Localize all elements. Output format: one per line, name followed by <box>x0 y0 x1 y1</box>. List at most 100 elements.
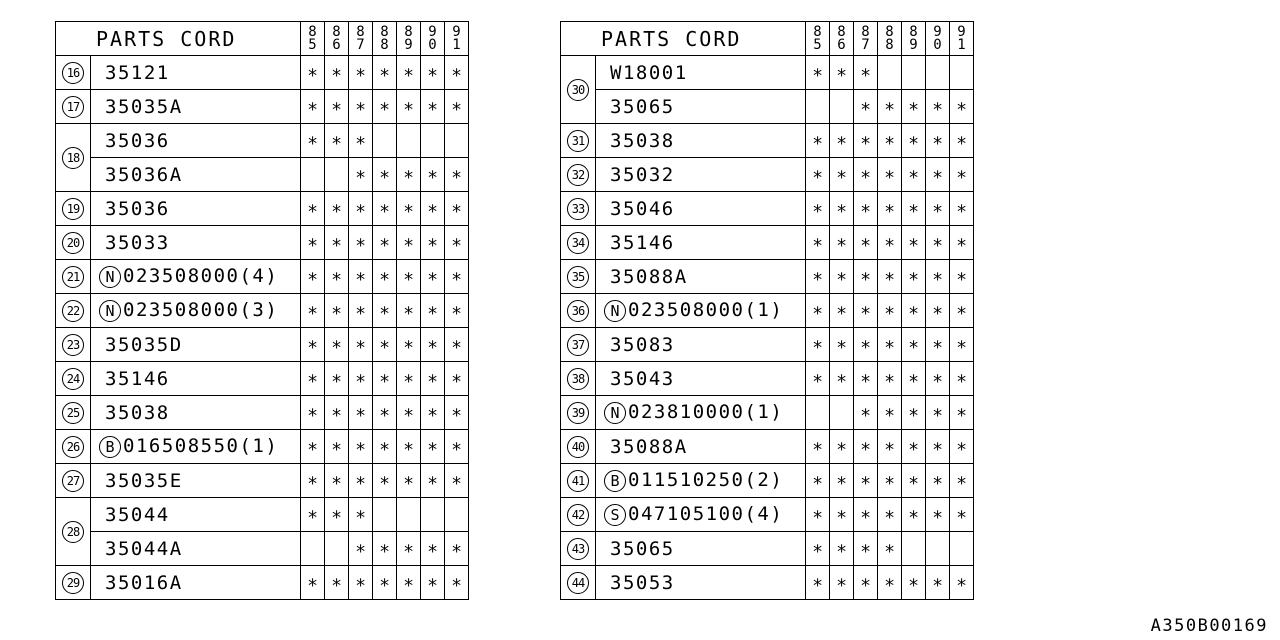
year-mark-cell: ∗ <box>829 531 854 566</box>
year-mark-cell: ∗ <box>949 497 974 532</box>
ref-number-cell: 23 <box>55 327 91 362</box>
year-mark-cell <box>324 531 349 566</box>
year-mark-cell: ∗ <box>853 157 878 192</box>
asterisk-mark: ∗ <box>908 299 919 321</box>
year-mark-cell: ∗ <box>396 361 421 396</box>
header-parts-cord: PARTS CORD <box>560 21 806 56</box>
asterisk-mark: ∗ <box>355 299 366 321</box>
ref-number-cell: 26 <box>55 429 91 464</box>
asterisk-mark: ∗ <box>932 197 943 219</box>
asterisk-mark: ∗ <box>860 367 871 389</box>
part-prefix-badge: N <box>99 265 121 288</box>
year-mark-cell: ∗ <box>420 293 445 328</box>
asterisk-mark: ∗ <box>932 265 943 287</box>
asterisk-mark: ∗ <box>932 401 943 423</box>
year-mark-cell <box>396 497 421 532</box>
part-code: 35053 <box>610 571 675 594</box>
ref-number-badge: 25 <box>62 401 84 424</box>
year-mark-cell: ∗ <box>372 157 397 192</box>
part-code-cell: 35146 <box>90 361 301 396</box>
year-mark-cell: ∗ <box>877 225 902 260</box>
ref-number-badge: 40 <box>567 435 589 458</box>
asterisk-mark: ∗ <box>355 571 366 593</box>
ref-number-cell: 42 <box>560 497 596 532</box>
year-mark-cell: ∗ <box>324 293 349 328</box>
year-mark-cell: ∗ <box>805 497 830 532</box>
year-mark-cell: ∗ <box>925 89 950 124</box>
year-mark-cell: ∗ <box>949 327 974 362</box>
year-mark-cell: ∗ <box>901 89 926 124</box>
part-code: W18001 <box>610 61 688 84</box>
asterisk-mark: ∗ <box>932 231 943 253</box>
header-year-digit: 6 <box>837 36 846 53</box>
table-row: 35044A∗∗∗∗∗ <box>56 531 469 566</box>
asterisk-mark: ∗ <box>403 401 414 423</box>
part-code: 35033 <box>105 231 170 254</box>
year-mark-cell: ∗ <box>324 463 349 498</box>
asterisk-mark: ∗ <box>956 265 967 287</box>
year-mark-cell: ∗ <box>829 327 854 362</box>
part-code: 011510250(2) <box>628 469 784 492</box>
year-mark-cell: ∗ <box>324 565 349 600</box>
part-code-cell: 35016A <box>90 565 301 600</box>
asterisk-mark: ∗ <box>403 163 414 185</box>
asterisk-mark: ∗ <box>812 503 823 525</box>
year-mark-cell: ∗ <box>372 395 397 430</box>
year-mark-cell: ∗ <box>853 565 878 600</box>
asterisk-mark: ∗ <box>403 299 414 321</box>
asterisk-mark: ∗ <box>427 333 438 355</box>
part-code: 35035D <box>105 333 183 356</box>
asterisk-mark: ∗ <box>860 537 871 559</box>
ref-number-badge: 35 <box>567 265 589 288</box>
year-mark-cell: ∗ <box>949 89 974 124</box>
asterisk-mark: ∗ <box>812 537 823 559</box>
year-mark-cell: ∗ <box>300 225 325 260</box>
asterisk-mark: ∗ <box>379 401 390 423</box>
year-mark-cell: ∗ <box>949 361 974 396</box>
year-mark-cell: ∗ <box>324 55 349 90</box>
year-mark-cell: ∗ <box>805 225 830 260</box>
part-code: 35065 <box>610 95 675 118</box>
asterisk-mark: ∗ <box>860 129 871 151</box>
year-mark-cell: ∗ <box>348 123 373 158</box>
ref-number-badge: 33 <box>567 197 589 220</box>
part-code-cell: 35065 <box>595 531 806 566</box>
year-mark-cell: ∗ <box>877 463 902 498</box>
part-code: 35083 <box>610 333 675 356</box>
asterisk-mark: ∗ <box>908 265 919 287</box>
asterisk-mark: ∗ <box>932 95 943 117</box>
header-year-digit: 1 <box>452 36 461 53</box>
asterisk-mark: ∗ <box>956 95 967 117</box>
part-prefix-badge: B <box>604 469 626 492</box>
asterisk-mark: ∗ <box>884 299 895 321</box>
asterisk-mark: ∗ <box>451 401 462 423</box>
part-code-cell: 35036 <box>90 191 301 226</box>
year-mark-cell <box>901 531 926 566</box>
year-mark-cell: ∗ <box>420 225 445 260</box>
year-mark-cell: ∗ <box>348 327 373 362</box>
year-mark-cell: ∗ <box>348 361 373 396</box>
year-mark-cell: ∗ <box>372 327 397 362</box>
asterisk-mark: ∗ <box>956 435 967 457</box>
asterisk-mark: ∗ <box>331 401 342 423</box>
year-mark-cell: ∗ <box>877 531 902 566</box>
asterisk-mark: ∗ <box>812 367 823 389</box>
ref-number-badge: 17 <box>62 95 84 118</box>
year-mark-cell: ∗ <box>901 429 926 464</box>
year-mark-cell: ∗ <box>444 157 469 192</box>
year-mark-cell: ∗ <box>829 497 854 532</box>
part-code: 35036A <box>105 163 183 186</box>
year-mark-cell: ∗ <box>877 395 902 430</box>
asterisk-mark: ∗ <box>860 503 871 525</box>
header-year-digit: 9 <box>428 23 437 40</box>
asterisk-mark: ∗ <box>403 571 414 593</box>
